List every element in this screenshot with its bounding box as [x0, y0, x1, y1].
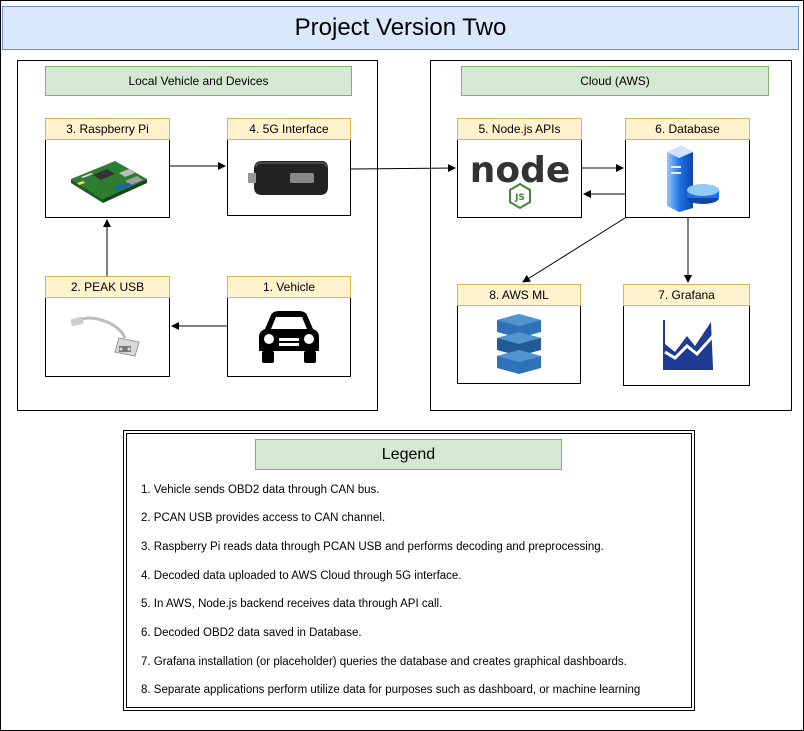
aws-ml-node: 8. AWS ML — [457, 284, 581, 384]
nodejs-logo-badge: JS — [514, 193, 525, 203]
database-server-icon — [666, 146, 719, 212]
database-node: 6. Database — [625, 118, 750, 218]
5g-modem-icon — [248, 161, 328, 195]
legend-item: 4. Decoded data uploaded to AWS Cloud th… — [141, 570, 462, 582]
legend-item: 8. Separate applications perform utilize… — [141, 684, 641, 696]
arrow-5g-to-nodejs — [350, 164, 456, 173]
database-label: 6. Database — [625, 118, 750, 140]
legend-item: 7. Grafana installation (or placeholder)… — [141, 656, 627, 668]
diagram-title: Project Version Two — [2, 6, 799, 50]
legend-title: Legend — [255, 439, 562, 470]
nodejs-apis-label: 5. Node.js APIs — [457, 118, 582, 140]
legend-item: 5. In AWS, Node.js backend receives data… — [141, 598, 443, 610]
local-devices-group-label: Local Vehicle and Devices — [45, 66, 352, 96]
legend-box: Legend 1. Vehicle sends OBD2 data throug… — [123, 430, 695, 711]
car-icon — [259, 310, 319, 363]
aws-ml-label: 8. AWS ML — [457, 284, 581, 306]
raspberry-pi-label: 3. Raspberry Pi — [45, 118, 170, 140]
legend-item: 3. Raspberry Pi reads data through PCAN … — [141, 541, 604, 553]
peak-usb-label: 2. PEAK USB — [45, 276, 170, 298]
legend-item: 6. Decoded OBD2 data saved in Database. — [141, 627, 362, 639]
peak-usb-node: 2. PEAK USB — [45, 276, 170, 377]
raspberry-pi-board-icon — [70, 161, 147, 203]
vehicle-node: 1. Vehicle — [227, 276, 351, 377]
grafana-node: 7. Grafana — [623, 284, 750, 386]
5g-interface-node: 4. 5G Interface — [227, 118, 351, 216]
legend-item: 1. Vehicle sends OBD2 data through CAN b… — [141, 484, 380, 496]
legend-item: 2. PCAN USB provides access to CAN chann… — [141, 512, 386, 524]
5g-interface-label: 4. 5G Interface — [227, 118, 351, 140]
cloud-group-label: Cloud (AWS) — [461, 66, 769, 96]
vehicle-label: 1. Vehicle — [227, 276, 351, 298]
raspberry-pi-node: 3. Raspberry Pi — [45, 118, 170, 218]
aws-ml-icon — [497, 314, 541, 374]
nodejs-apis-node: 5. Node.js APIs node JS — [457, 118, 582, 218]
area-chart-icon — [662, 320, 714, 370]
nodejs-logo-icon: node JS — [469, 150, 570, 210]
grafana-label: 7. Grafana — [623, 284, 750, 306]
usb-adapter-icon — [70, 316, 140, 357]
arrow-database-to-aws-ml — [522, 217, 626, 283]
